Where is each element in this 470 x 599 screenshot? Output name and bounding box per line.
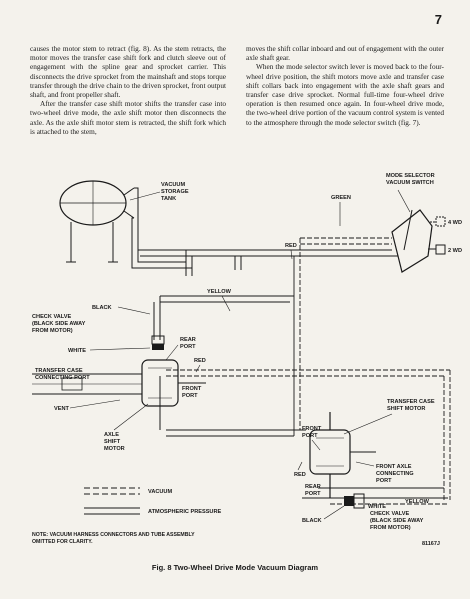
label-check-valve-left-1: CHECK VALVE [32, 314, 72, 320]
label-tc-connecting-port-1: TRANSFER CASE [35, 368, 83, 374]
check-valve-left [151, 335, 165, 350]
right-paragraph-2: When the mode selector switch lever is m… [246, 62, 444, 127]
legend: VACUUM ATMOSPHERIC PRESSURE [84, 487, 222, 515]
label-tc-shift-motor-1: TRANSFER CASE [387, 399, 435, 405]
label-check-valve-left-3: FROM MOTOR) [32, 328, 73, 334]
label-black-right: BLACK [302, 518, 322, 524]
label-front-axle-port-1: FRONT AXLE [376, 464, 412, 470]
axle-shift-motor [32, 359, 206, 407]
label-front-port-right-2: PORT [302, 433, 318, 439]
check-valve-right [344, 493, 365, 509]
label-axle-shift-motor-1: AXLE [104, 432, 119, 438]
label-red-top: RED [285, 243, 297, 249]
legend-vacuum-label: VACUUM [148, 489, 172, 495]
label-rear-port-left-2: PORT [180, 344, 196, 350]
label-check-valve-right-2: (BLACK SIDE AWAY [370, 518, 424, 524]
note-line-1: NOTE: VACUUM HARNESS CONNECTORS AND TUBE… [32, 532, 195, 538]
label-tc-shift-motor-2: SHIFT MOTOR [387, 406, 425, 412]
label-rear-port-right-1: REAR [305, 484, 321, 490]
label-axle-shift-motor-3: MOTOR [104, 446, 125, 452]
label-front-port-left-1: FRONT [182, 386, 202, 392]
label-vacuum-storage-tank-1: VACUUM [161, 182, 185, 188]
label-axle-shift-motor-2: SHIFT [104, 439, 121, 445]
label-white-left: WHITE [68, 348, 86, 354]
label-yellow-top: YELLOW [207, 289, 232, 295]
label-green: GREEN [331, 195, 351, 201]
label-white-right: WHITE [368, 504, 386, 510]
label-check-valve-right-1: CHECK VALVE [370, 511, 410, 517]
label-black-left: BLACK [92, 305, 112, 311]
label-red-middle: RED [194, 358, 206, 364]
label-4wd: 4 WD [448, 220, 462, 226]
label-vent: VENT [54, 406, 70, 412]
label-rear-port-right-2: PORT [305, 491, 321, 497]
label-2wd: 2 WD [448, 248, 462, 254]
transfer-case-shift-motor [309, 412, 376, 498]
label-mode-selector-1: MODE SELECTOR [386, 173, 435, 179]
figure-caption: Fig. 8 Two-Wheel Drive Mode Vacuum Diagr… [151, 563, 319, 572]
left-text-column: causes the motor stem to retract (fig. 8… [30, 44, 226, 136]
label-red-bottom: RED [294, 472, 306, 478]
label-front-port-right-1: FRONT [302, 426, 322, 432]
label-check-valve-right-3: FROM MOTOR) [370, 525, 411, 531]
label-vacuum-storage-tank-2: STORAGE [161, 189, 189, 195]
mode-selector-switch [391, 209, 446, 273]
label-yellow-right: YELLOW [405, 499, 430, 505]
4wd-port [435, 216, 446, 227]
label-front-axle-port-2: CONNECTING [376, 471, 414, 477]
figure-id: 81167J [421, 541, 440, 547]
label-mode-selector-2: VACUUM SWITCH [386, 180, 434, 186]
page-number: 7 [434, 12, 442, 27]
label-tc-connecting-port-2: CONNECTING PORT [35, 375, 90, 381]
label-front-port-left-2: PORT [182, 393, 198, 399]
vacuum-hoses [131, 187, 451, 505]
label-vacuum-storage-tank-3: TANK [161, 196, 176, 202]
vacuum-storage-tank [59, 180, 135, 263]
left-paragraph-1: causes the motor stem to retract (fig. 8… [30, 44, 226, 100]
right-paragraph-1: moves the shift collar inboard and out o… [246, 44, 444, 63]
legend-atmospheric-label: ATMOSPHERIC PRESSURE [148, 509, 222, 515]
note-line-2: OMITTED FOR CLARITY. [32, 539, 93, 545]
label-check-valve-left-2: (BLACK SIDE AWAY [32, 321, 86, 327]
label-rear-port-left-1: REAR [180, 337, 196, 343]
right-text-column: moves the shift collar inboard and out o… [246, 44, 444, 127]
label-front-axle-port-3: PORT [376, 478, 392, 484]
2wd-port [435, 244, 446, 255]
left-paragraph-2: After the transfer case shift motor shif… [30, 99, 226, 136]
